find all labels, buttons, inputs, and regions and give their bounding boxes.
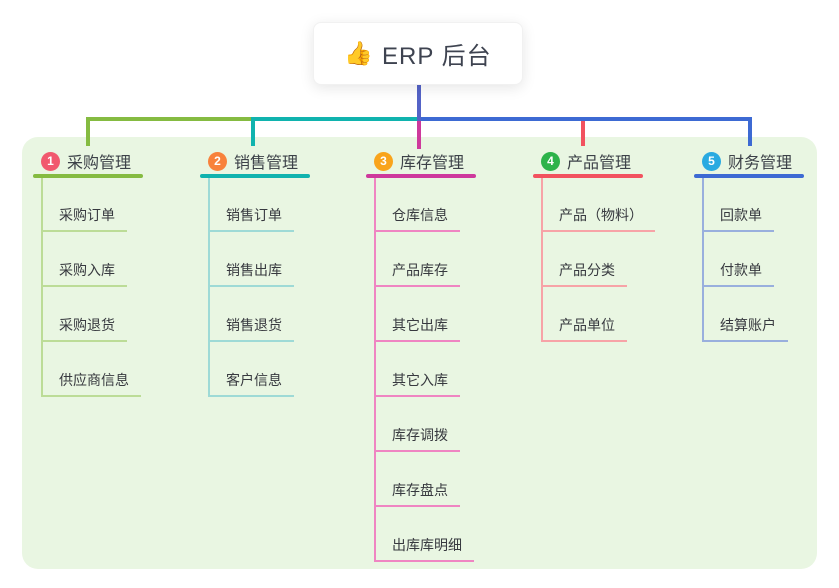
branch-item[interactable]: 其它出库 (374, 315, 460, 342)
branch-item[interactable]: 库存调拨 (374, 425, 460, 452)
root-label: ERP 后台 (382, 43, 492, 70)
branch-item[interactable]: 产品（物料） (541, 205, 655, 232)
root-node[interactable]: 👍 ERP 后台 (313, 22, 523, 85)
branch-item-label: 回款单 (702, 205, 774, 232)
connector-branch4-drop (581, 117, 585, 146)
branch-title-underline (200, 174, 310, 178)
branch-header-1[interactable]: 1 采购管理 (41, 151, 132, 172)
branch-title: 销售管理 (234, 155, 299, 172)
connector-branch5-drop (748, 117, 752, 146)
branch-title: 产品管理 (567, 155, 632, 172)
branch-item[interactable]: 其它入库 (374, 370, 460, 397)
connector-branch3-drop (417, 121, 421, 149)
branch-item[interactable]: 供应商信息 (41, 370, 141, 397)
branch-header-5[interactable]: 5 财务管理 (702, 151, 793, 172)
branch-title-underline (694, 174, 804, 178)
connector-branch5 (417, 117, 752, 121)
branch-item-label: 结算账户 (702, 315, 788, 342)
branch-item-label: 采购订单 (41, 205, 127, 232)
branch-title: 财务管理 (728, 155, 793, 172)
branch-item-label: 采购入库 (41, 260, 127, 287)
branch-item[interactable]: 采购入库 (41, 260, 127, 287)
branch-number-badge: 1 (41, 151, 60, 171)
branch-title-underline (533, 174, 643, 178)
branch-item-label: 销售订单 (208, 205, 294, 232)
branch-item[interactable]: 仓库信息 (374, 205, 460, 232)
branch-title-underline (366, 174, 476, 178)
branches-panel (22, 137, 817, 569)
branch-item[interactable]: 销售订单 (208, 205, 294, 232)
branch-header-2[interactable]: 2 销售管理 (208, 151, 299, 172)
branch-children-line (541, 178, 543, 342)
branch-item-label: 付款单 (702, 260, 774, 287)
branch-item-label: 销售退货 (208, 315, 294, 342)
branch-item-label: 其它入库 (374, 370, 460, 397)
branch-item-label: 客户信息 (208, 370, 294, 397)
branch-item-label: 供应商信息 (41, 370, 141, 397)
thumbs-up-icon: 👍 (344, 40, 374, 66)
branch-item-label: 产品（物料） (541, 205, 655, 232)
branch-item[interactable]: 采购退货 (41, 315, 127, 342)
branch-item-label: 采购退货 (41, 315, 127, 342)
branch-item[interactable]: 销售出库 (208, 260, 294, 287)
connector-branch1-drop (86, 117, 90, 146)
connector-branch2-drop (251, 117, 255, 146)
branch-children-line (41, 178, 43, 397)
branch-item-label: 库存调拨 (374, 425, 460, 452)
branch-item-label: 产品分类 (541, 260, 627, 287)
branch-item[interactable]: 产品单位 (541, 315, 627, 342)
branch-header-3[interactable]: 3 库存管理 (374, 151, 465, 172)
branch-item[interactable]: 采购订单 (41, 205, 127, 232)
branch-title-underline (33, 174, 143, 178)
branch-item-label: 产品库存 (374, 260, 460, 287)
branch-item[interactable]: 出库库明细 (374, 535, 474, 562)
branch-header-4[interactable]: 4 产品管理 (541, 151, 632, 172)
branch-item[interactable]: 产品库存 (374, 260, 460, 287)
branch-item[interactable]: 销售退货 (208, 315, 294, 342)
branch-item-label: 库存盘点 (374, 480, 460, 507)
branch-item-label: 产品单位 (541, 315, 627, 342)
branch-item-label: 出库库明细 (374, 535, 474, 562)
branch-number-badge: 4 (541, 151, 560, 171)
branch-item-label: 仓库信息 (374, 205, 460, 232)
branch-title: 采购管理 (67, 155, 132, 172)
branch-item[interactable]: 结算账户 (702, 315, 788, 342)
connector-root (417, 85, 421, 121)
branch-number-badge: 2 (208, 151, 227, 171)
branch-item[interactable]: 产品分类 (541, 260, 627, 287)
branch-children-line (702, 178, 704, 342)
connector-branch2 (251, 117, 421, 121)
branch-number-badge: 3 (374, 151, 393, 171)
branch-item[interactable]: 回款单 (702, 205, 774, 232)
branch-item[interactable]: 库存盘点 (374, 480, 460, 507)
branch-item-label: 其它出库 (374, 315, 460, 342)
branch-number-badge: 5 (702, 151, 721, 171)
branch-title: 库存管理 (400, 155, 465, 172)
branch-children-line (374, 178, 376, 562)
branch-item[interactable]: 付款单 (702, 260, 774, 287)
branch-item[interactable]: 客户信息 (208, 370, 294, 397)
branch-children-line (208, 178, 210, 397)
branch-item-label: 销售出库 (208, 260, 294, 287)
